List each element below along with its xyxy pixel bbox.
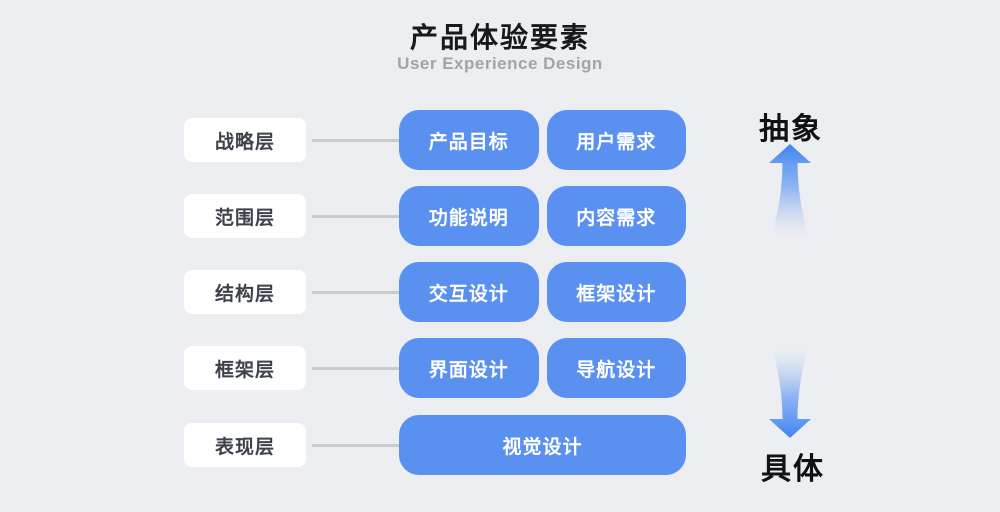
layer-label-skeleton: 框架层 bbox=[184, 346, 306, 390]
diagram-row-surface: 表现层 视觉设计 bbox=[184, 415, 686, 475]
diagram-row-scope: 范围层 功能说明 内容需求 bbox=[184, 186, 686, 246]
layer-label-structure: 结构层 bbox=[184, 270, 306, 314]
element-box-user-needs: 用户需求 bbox=[546, 110, 686, 170]
connector-line bbox=[312, 290, 399, 294]
concrete-label: 具体 bbox=[761, 453, 825, 486]
element-box-group: 产品目标 用户需求 bbox=[399, 110, 686, 170]
layer-label-strategy: 战略层 bbox=[184, 118, 306, 162]
up-arrow-icon bbox=[769, 144, 811, 236]
connector-line bbox=[312, 138, 399, 142]
element-box-interaction-design: 交互设计 bbox=[399, 262, 539, 322]
element-box-interface-design: 界面设计 bbox=[399, 338, 539, 398]
layer-label-surface: 表现层 bbox=[184, 423, 306, 467]
element-box-functional-specs: 功能说明 bbox=[399, 186, 539, 246]
element-box-group: 视觉设计 bbox=[399, 415, 686, 475]
element-box-group: 界面设计 导航设计 bbox=[399, 338, 686, 398]
element-box-framework-design: 框架设计 bbox=[546, 262, 686, 322]
element-box-group: 交互设计 框架设计 bbox=[399, 262, 686, 322]
connector-line bbox=[312, 214, 399, 218]
page-subtitle: User Experience Design bbox=[397, 54, 603, 73]
abstract-label: 抽象 bbox=[759, 113, 823, 146]
page-title: 产品体验要素 bbox=[409, 22, 590, 53]
layer-label-scope: 范围层 bbox=[184, 194, 306, 238]
element-box-group: 功能说明 内容需求 bbox=[399, 186, 686, 246]
diagram-row-skeleton: 框架层 界面设计 导航设计 bbox=[184, 338, 686, 398]
connector-line bbox=[312, 366, 399, 370]
element-box-product-goals: 产品目标 bbox=[399, 110, 539, 170]
down-arrow-icon bbox=[769, 349, 811, 438]
diagram-row-structure: 结构层 交互设计 框架设计 bbox=[184, 262, 686, 322]
connector-line bbox=[312, 443, 399, 447]
element-box-visual-design: 视觉设计 bbox=[399, 415, 686, 475]
element-box-content-requirements: 内容需求 bbox=[546, 186, 686, 246]
element-box-navigation-design: 导航设计 bbox=[546, 338, 686, 398]
diagram-row-strategy: 战略层 产品目标 用户需求 bbox=[184, 110, 686, 170]
